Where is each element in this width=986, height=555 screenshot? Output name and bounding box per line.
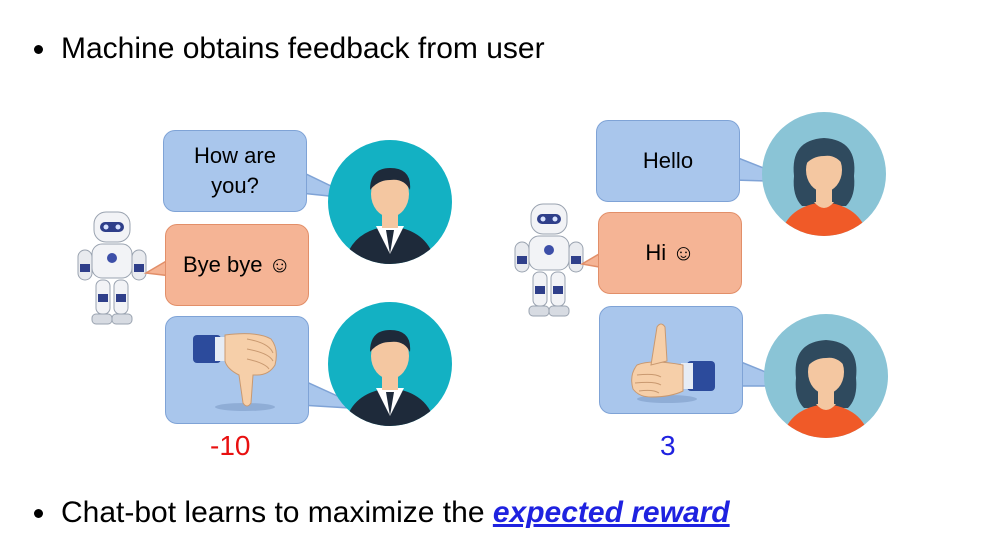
bot-reply-bubble: Bye bye ☺	[165, 224, 309, 306]
bot-reply-text: Bye bye ☺	[182, 252, 292, 277]
user-message-text: Hello	[642, 148, 694, 173]
reward-positive: 3	[660, 430, 676, 461]
feedback-bubble	[165, 316, 309, 424]
user-message-bubble: How are you?	[163, 130, 307, 212]
male-user-avatar	[328, 140, 452, 264]
bot-reply-text: Hi ☺	[645, 240, 695, 265]
bullet-text: Chat-bot learns to maximize the	[61, 496, 493, 529]
female-user-avatar	[762, 112, 886, 236]
female-user-avatar	[764, 314, 888, 438]
thumbs-up-icon	[631, 323, 715, 403]
bullet-dot	[34, 44, 43, 54]
reward-negative: -10	[210, 430, 251, 461]
robot-icon	[514, 203, 584, 317]
user-message-bubble: Hello	[596, 120, 740, 202]
male-user-avatar	[328, 302, 452, 426]
bot-reply-bubble: Hi ☺	[598, 212, 742, 294]
user-message-text: How are you?	[194, 143, 276, 198]
feedback-bubble	[599, 306, 743, 414]
bullet-expected-reward: Chat-bot learns to maximize the expected…	[34, 496, 730, 530]
bullet-text: Machine obtains feedback from user	[61, 32, 545, 65]
thumbs-down-icon	[193, 333, 277, 411]
expected-reward-emphasis: expected reward	[492, 496, 730, 529]
robot-icon	[77, 211, 147, 325]
bullet-dot	[34, 508, 43, 518]
bullet-feedback: Machine obtains feedback from user	[34, 32, 545, 66]
